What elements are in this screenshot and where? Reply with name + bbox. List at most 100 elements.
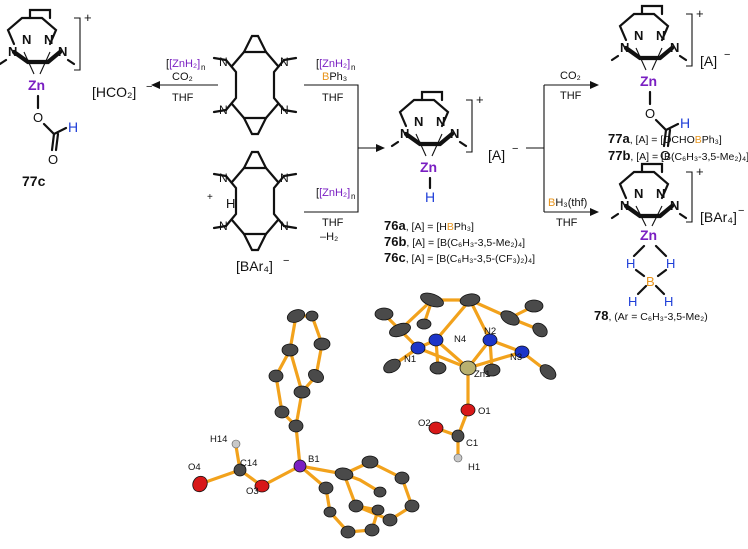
oxygen-atom: O [48,152,58,167]
hydrogen-atom: H [226,196,235,211]
n-atom: N [22,32,31,47]
byproduct-h2: –H₂ [320,231,338,243]
atom-label-c1: C1 [466,438,478,449]
oxygen-atom: O [33,110,43,125]
reagent-bph3: BPh₃ [322,71,347,83]
definition-76a: 76a, [A] = [HBPh₃] [384,218,474,233]
n-atom: N [219,55,228,69]
n-atom: N [219,103,228,117]
anion-a: [A] [488,147,505,163]
crystal-structure-anion: B1 O3 O4 C14 H14 [188,309,420,539]
bridging-hydrogen: H [626,256,635,271]
n-atom: N [44,32,53,47]
terminal-hydrogen: H [664,294,673,309]
atom-label-c14: C14 [240,458,257,469]
reagent-znh2-2-subscript: n [351,63,355,72]
reagent-co2-right: CO₂ [560,70,581,82]
zinc-atom-label: Zn [640,227,657,243]
n-atom: N [219,219,228,233]
n-atom: N [414,114,423,129]
n-atom: N [656,28,665,43]
n-atom: N [450,126,459,141]
charge-plus: + [476,92,484,107]
reagent-znh2-3: [[ZnH₂] [316,187,350,199]
n-atom: N [634,28,643,43]
definition-76c: 76c, [A] = [B(C₆H₃-3,5-(CF₃)₂)₄] [384,250,535,265]
anion-a-charge: − [512,143,518,155]
solvent-thf-5: THF [556,217,578,229]
n-atom: N [400,126,409,141]
atom-label-n4: N4 [454,334,466,345]
protonated-cyclen-salt: N N N N + H [BAr₄] − [207,150,298,274]
reagent-znh2-2: [[ZnH₂] [316,58,350,70]
hydride-atom: H [425,189,435,205]
solvent-thf-2: THF [322,92,344,104]
definition-78: 78, (Ar = C₆H₃-3,5-Me₂) [594,308,708,323]
reagent-co2: CO₂ [172,71,193,83]
n-atom: N [58,44,67,59]
reagent-znh2-1-subscript: n [201,63,205,72]
atom-label-o2: O2 [418,418,431,429]
atom-label-n3: N3 [510,352,522,363]
bar4-counterion-left-charge: − [283,255,289,267]
formate-anion-text: [HCO₂] [92,84,136,100]
hydrogen-atom: H [68,119,78,135]
n-atom: N [436,114,445,129]
atom-label-n1: N1 [404,354,416,365]
reagent-bh3thf: BH₃(thf) [548,197,587,209]
compound-77c: N N N N + Zn O O H 77c [0,8,92,189]
oxygen-atom: O [660,148,670,163]
compound-78-zinc-borohydride: N N N N + Zn H H B H H [610,162,704,309]
n-atom: N [280,103,289,117]
bar4-counterion-right: [BAr₄] [700,209,737,225]
zinc-atom-label: Zn [28,77,45,93]
definition-77a: 77a, [A] = [OCHOBPh₃] [608,131,722,146]
bridging-hydrogen: H [666,256,675,271]
n-atom: N [8,44,17,59]
n-atom: N [670,40,679,55]
compound-76-zinc-hydride: N N N N + Zn H [390,90,484,205]
crystal-structure-cation: N1 N4 N2 N3 Zn1 O1 O2 C1 H1 [374,292,557,473]
charge-plus: + [207,192,213,203]
n-atom: N [634,186,643,201]
formate-anion-label: [HCO₂] [92,84,136,100]
atom-label-o3: O3 [246,486,259,497]
charge-plus: + [84,10,92,25]
solvent-thf-1: THF [172,92,194,104]
n-atom: N [280,219,289,233]
definition-76b: 76b, [A] = [B(C₆H₃-3,5-Me₂)₄] [384,234,525,249]
atom-label-b1: B1 [308,454,320,465]
oxygen-atom: O [645,106,655,121]
n-atom: N [280,55,289,69]
atom-label-h14: H14 [210,434,227,445]
compound-label-77c: 77c [22,173,46,189]
zinc-atom-label: Zn [640,73,657,89]
n-atom: N [219,171,228,185]
compound-77ab-zinc-formate: N N N N + Zn O O H [610,4,704,163]
arrow-path-from-salt [304,148,359,213]
charge-plus: + [696,6,704,21]
formate-anion-charge: − [146,81,152,93]
atom-label-o4: O4 [188,462,201,473]
charge-plus: + [696,164,704,179]
n-atom: N [280,171,289,185]
n-atom: N [670,198,679,213]
reagent-znh2-1: [[ZnH₂] [166,58,200,70]
bar4-counterion-left: [BAr₄] [236,258,273,274]
n-atom: N [620,198,629,213]
anion-a-right-charge: − [724,49,730,61]
anion-a-right: [A] [700,53,717,69]
hydrogen-atom: H [680,115,690,131]
arrow-path-from-ligand [304,84,359,148]
solvent-thf-3: THF [322,217,344,229]
zinc-atom-label: Zn [420,159,437,175]
bar4-counterion-right-charge: − [738,205,744,217]
reagent-znh2-3-subscript: n [351,192,355,201]
n-atom: N [656,186,665,201]
tetramethyl-cyclen-ligand: N N N N [212,34,298,136]
atom-label-zn1: Zn1 [474,369,490,380]
definition-77b: 77b, [A] = [B(C₆H₃-3,5-Me₂)₄] [608,148,748,163]
atom-label-n2: N2 [484,326,496,337]
solvent-thf-4: THF [560,90,582,102]
